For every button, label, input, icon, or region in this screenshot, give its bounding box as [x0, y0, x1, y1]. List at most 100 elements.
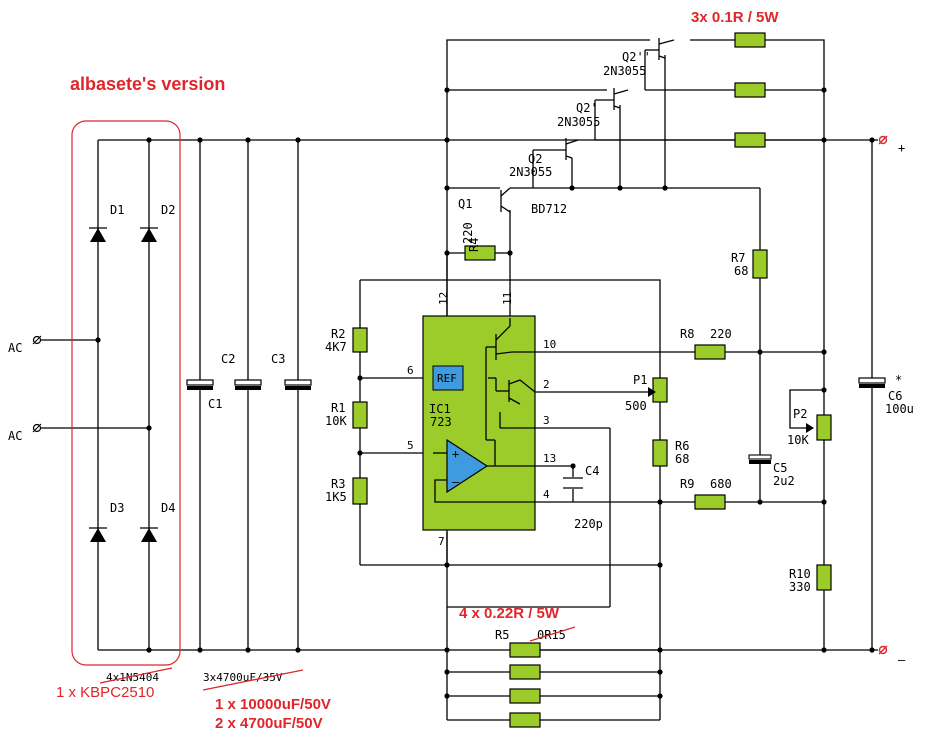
- r8-value: 220: [710, 327, 732, 341]
- r8-label: R8: [680, 327, 694, 341]
- p2-value: 10K: [787, 433, 809, 447]
- p1-label: P1: [633, 373, 647, 387]
- resistor-r3: [352, 477, 368, 505]
- title: albasete's version: [70, 74, 225, 94]
- ic-723: [422, 315, 536, 531]
- cap-replacement-1: 1 x 10000uF/50V: [215, 696, 331, 713]
- bridge-original-strike: [99, 667, 173, 684]
- cap-replacement-2: 2 x 4700uF/50V: [215, 715, 323, 732]
- pin-7: 7: [438, 535, 445, 548]
- r1-label: R1: [331, 401, 345, 415]
- ic-ref-label: REF: [437, 372, 457, 385]
- d1-label: D1: [110, 203, 124, 217]
- bridge-highlight-box: [71, 120, 181, 666]
- capacitor-c2: [234, 379, 262, 390]
- r1-value: 10K: [325, 414, 347, 428]
- diode-d3: [89, 527, 107, 542]
- pin-13: 13: [543, 452, 556, 465]
- pin-6: 6: [407, 364, 414, 377]
- q2-type: 2N3055: [509, 165, 552, 179]
- junctions: [95, 87, 875, 699]
- q1-label: Q1: [458, 197, 472, 211]
- d4-label: D4: [161, 501, 175, 515]
- q1-type: BD712: [531, 202, 567, 216]
- r7-value: 68: [734, 264, 748, 278]
- pin-11: 11: [501, 292, 514, 305]
- r7-label: R7: [731, 251, 745, 265]
- q2p-type: 2N3055: [557, 115, 600, 129]
- c5-label: C5: [773, 461, 787, 475]
- output-terminal-minus: [878, 645, 888, 655]
- d2-label: D2: [161, 203, 175, 217]
- potentiometer-p1: [648, 377, 668, 403]
- r10-value: 330: [789, 580, 811, 594]
- r9-value: 680: [710, 477, 732, 491]
- c6-mark: *: [895, 373, 902, 387]
- r3-value: 1K5: [325, 490, 347, 504]
- p1-value: 500: [625, 399, 647, 413]
- cap-original: 3x4700uF/35V: [203, 671, 283, 684]
- transistor-q2: [532, 138, 579, 188]
- emitter-resistor-note: 3x 0.1R / 5W: [691, 9, 779, 26]
- c1-label: C1: [208, 397, 222, 411]
- transistor-q2-prime: [594, 88, 629, 140]
- c6-value: 100u: [885, 402, 914, 416]
- resistor-r8: [694, 344, 726, 360]
- plus-label: +: [898, 141, 905, 155]
- resistor-r1: [352, 401, 368, 429]
- potentiometer-p2: [806, 414, 832, 441]
- c6-label: C6: [888, 389, 902, 403]
- ac-terminal-1: [32, 335, 42, 345]
- q2-label: Q2: [528, 152, 542, 166]
- q2p-label: Q2': [576, 101, 598, 115]
- pin-3: 3: [543, 414, 550, 427]
- bridge-original: 4x1N5404: [106, 671, 159, 684]
- r10-label: R10: [789, 567, 811, 581]
- resistor-bank-r5: [509, 642, 541, 728]
- opamp-plus: +: [452, 447, 459, 461]
- r6-label: R6: [675, 439, 689, 453]
- transistor-q2-double-prime: [644, 38, 675, 90]
- d3-label: D3: [110, 501, 124, 515]
- r4-label: R4: [467, 238, 481, 252]
- resistor-bank-emitter: [734, 32, 766, 148]
- capacitor-c5: [748, 454, 772, 464]
- r5-label: R5: [495, 628, 509, 642]
- resistor-r2: [352, 327, 368, 353]
- r2-label: R2: [331, 327, 345, 341]
- resistor-r10: [816, 564, 832, 591]
- r5-value-strike: [529, 626, 576, 642]
- ic-type: 723: [430, 415, 452, 429]
- output-terminal-plus: [878, 135, 888, 145]
- resistor-r9: [694, 494, 726, 510]
- pin-12: 12: [437, 292, 450, 305]
- q2pp-label: Q2'': [622, 50, 651, 64]
- r9-label: R9: [680, 477, 694, 491]
- r5-new-note: 4 x 0.22R / 5W: [459, 605, 560, 622]
- resistor-r7: [752, 249, 768, 279]
- resistor-r4: [464, 245, 496, 261]
- pin-10: 10: [543, 338, 556, 351]
- pin-5: 5: [407, 439, 414, 452]
- opamp-minus: –: [452, 475, 460, 489]
- r3-label: R3: [331, 477, 345, 491]
- diode-d2: [140, 227, 158, 242]
- pin-2: 2: [543, 378, 550, 391]
- c2-label: C2: [221, 352, 235, 366]
- q2pp-type: 2N3055: [603, 64, 646, 78]
- diode-d1: [89, 227, 107, 242]
- capacitor-c3: [284, 379, 312, 390]
- cap-original-strike: [202, 669, 304, 691]
- transistor-q1: [500, 187, 533, 213]
- diode-d4: [140, 527, 158, 542]
- capacitor-c6: [858, 377, 886, 388]
- r6-value: 68: [675, 452, 689, 466]
- c5-value: 2u2: [773, 474, 795, 488]
- c4-value: 220p: [574, 517, 603, 531]
- ic-name: IC1: [429, 402, 451, 416]
- c3-label: C3: [271, 352, 285, 366]
- r4-value: 220: [461, 222, 475, 244]
- bridge-replacement: 1 x KBPC2510: [56, 684, 154, 701]
